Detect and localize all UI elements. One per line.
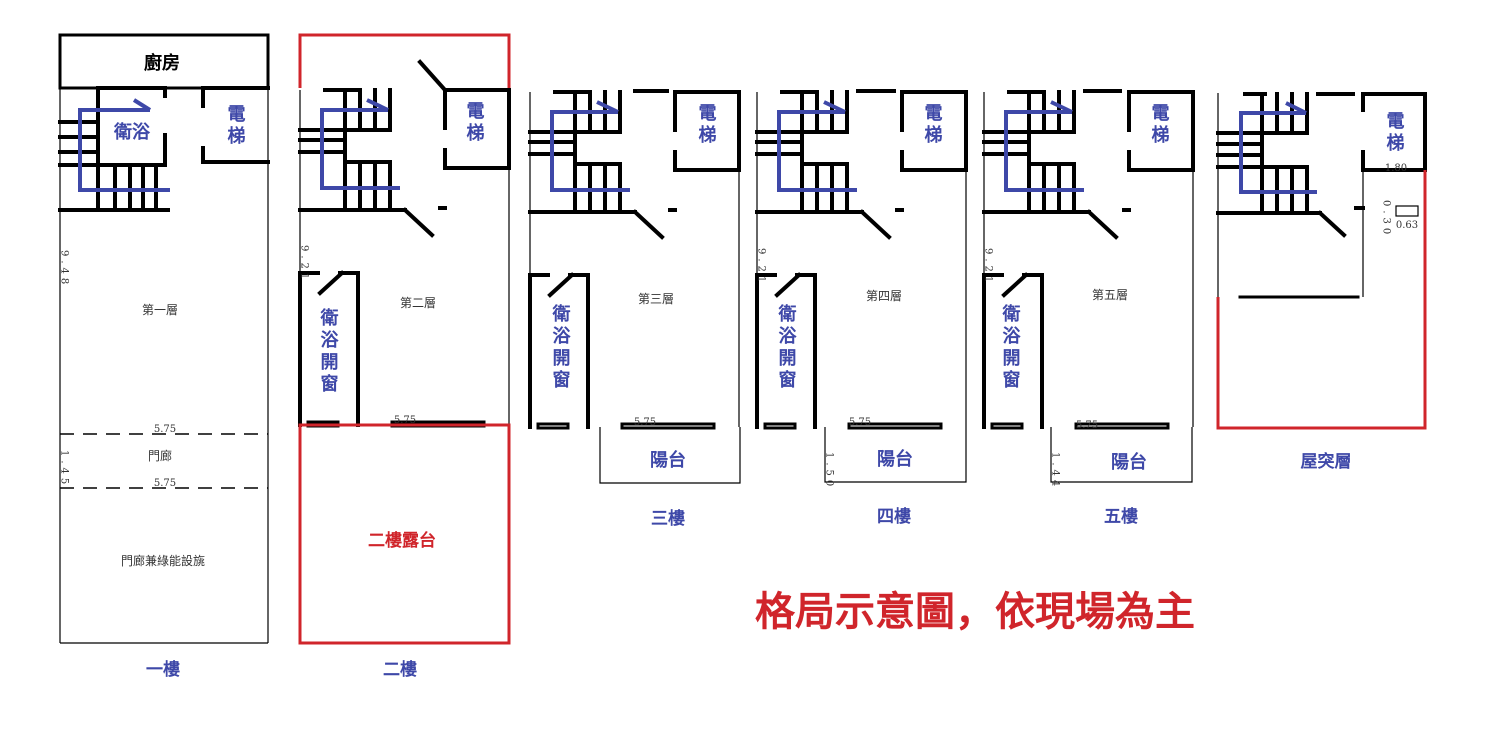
floor-label-4: 四樓: [877, 506, 911, 527]
dim-width: 5.75: [1076, 420, 1098, 431]
room-elevator: 電梯: [922, 103, 943, 147]
room-bathroom-window: 衛浴開窗: [550, 303, 572, 392]
room-elevator: 電梯: [464, 101, 485, 145]
room-bathroom-window: 衛浴開窗: [1000, 303, 1022, 392]
dim-width: 5.75: [634, 417, 656, 428]
level-name: 第四層: [866, 289, 902, 303]
dim-elevator: 1.80: [1385, 163, 1407, 174]
level-name: 第一層: [142, 303, 178, 317]
room-bathroom-window: 衛浴開窗: [776, 303, 798, 392]
roof-plan: 電梯 1.80 0.30 0.63 屋突層: [1216, 92, 1427, 472]
dim-width: 5.75: [849, 417, 871, 428]
level-name: 第五層: [1092, 288, 1128, 302]
room-balcony: 陽台: [877, 448, 913, 470]
level-name: 第三層: [638, 292, 674, 306]
room-kitchen: 廚房: [144, 52, 180, 74]
floor-2-plan: 9.21 電梯 衛浴開窗 第二層 5.75 二樓露台 二樓: [298, 33, 511, 680]
room-porch: 門廊: [148, 448, 172, 463]
room-balcony: 陽台: [1111, 451, 1147, 473]
floor-3-plan: 電梯 衛浴開窗 第三層 5.75 陽台 三樓: [528, 89, 741, 529]
floor-label-5: 五樓: [1104, 506, 1138, 527]
floor-label-3: 三樓: [651, 508, 685, 529]
room-balcony: 陽台: [650, 449, 686, 471]
floor-label-2: 二樓: [383, 659, 417, 680]
dim-depth: 9.21: [983, 248, 994, 286]
dim-width: 5.75: [394, 415, 416, 426]
dim-depth: 9.21: [299, 245, 310, 283]
dim-roof-a: 0.30: [1381, 200, 1392, 238]
dim-width: 5.75: [154, 478, 176, 489]
floor-4-plan: 9.21 電梯 衛浴開窗 第四層 5.75 1.50 陽台 四樓: [755, 89, 968, 527]
room-elevator: 電梯: [1149, 103, 1170, 147]
dim-balcony: 1.50: [824, 452, 835, 490]
level-name: 第二層: [400, 296, 436, 310]
dim-balcony: 1.44: [1050, 452, 1061, 490]
room-elevator: 電梯: [696, 103, 717, 147]
floor-label-1: 一樓: [146, 659, 180, 680]
dim-roof-b: 0.63: [1396, 220, 1418, 231]
dim-porch: 1.45: [59, 450, 70, 488]
room-elevator: 電梯: [225, 104, 246, 148]
dim-depth: 9.48: [59, 250, 70, 288]
dim-depth: 9.21: [756, 248, 767, 286]
room-terrace: 二樓露台: [368, 530, 436, 551]
room-bathroom-window: 衛浴開窗: [318, 307, 340, 396]
disclaimer-note: 格局示意圖，依現場為主: [755, 589, 1195, 635]
floor-5-plan: 9.21 電梯 衛浴開窗 第五層 5.75 1.44 陽台 五樓: [982, 89, 1195, 527]
room-porch-green: 門廊兼綠能設旐: [121, 553, 205, 568]
floor-label-roof: 屋突層: [1301, 451, 1352, 472]
room-bathroom: 衛浴: [113, 121, 151, 143]
room-elevator: 電梯: [1384, 111, 1405, 155]
dim-width: 5.75: [154, 424, 176, 435]
floor-1-plan: 廚房 衛浴 電梯 9.48 第一層 5.75 1.45 門廊 5.75 門廊兼綠…: [58, 33, 270, 680]
